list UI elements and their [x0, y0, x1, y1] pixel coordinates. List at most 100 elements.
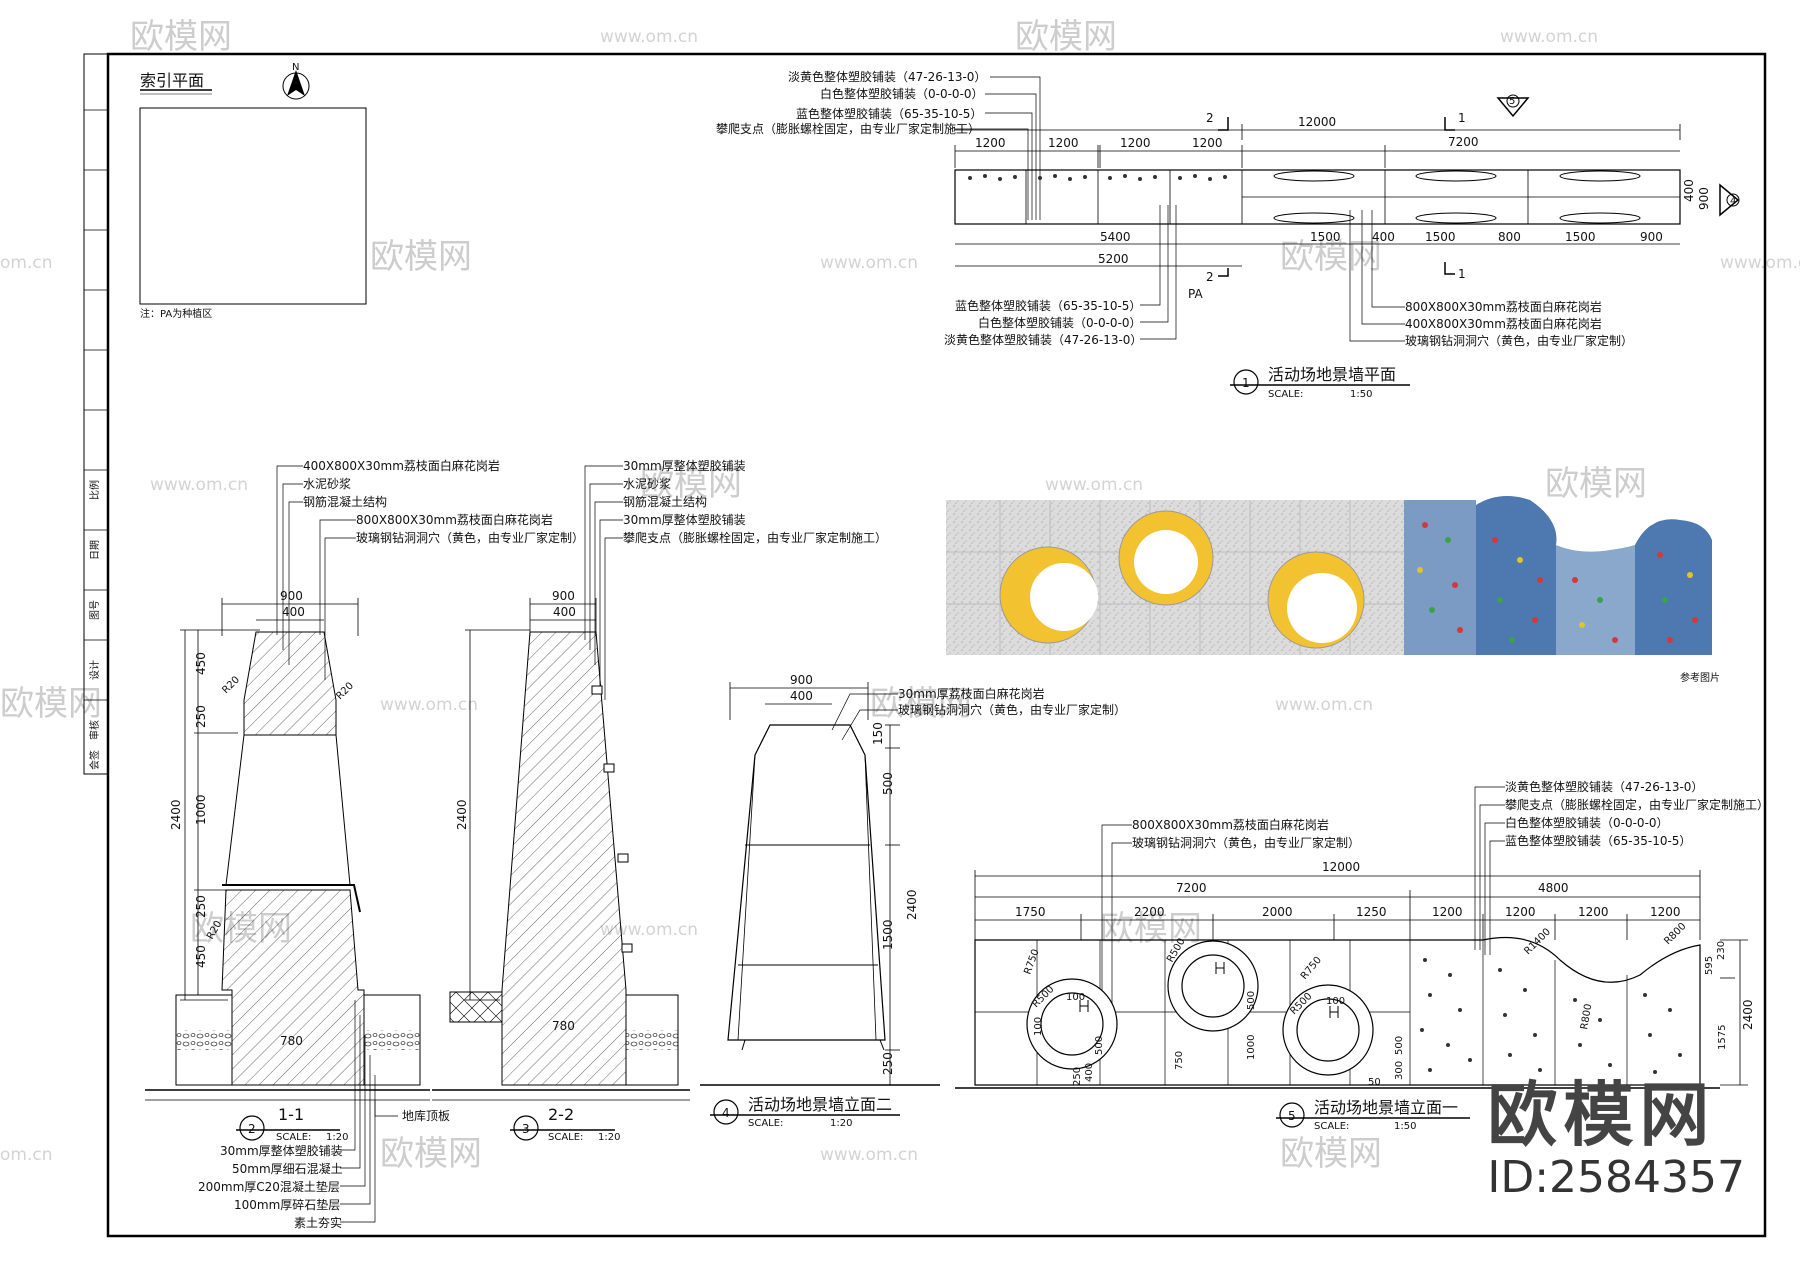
dim-text: 2400 — [455, 799, 469, 830]
watermark-url: www.om.cn — [1500, 27, 1598, 47]
elevation-2: 900 400 150 500 1500 250 2400 30mm厚荔枝面白麻… — [700, 673, 1126, 1129]
callout: 800X800X30mm荔枝面白麻花岗岩 — [356, 512, 553, 527]
drawing-number: 1 — [1242, 376, 1250, 390]
section-mark-label: 1 — [1458, 267, 1466, 281]
dim-text: 1200 — [1505, 905, 1536, 919]
dim-text: 100 — [1033, 1017, 1044, 1036]
radius-label: R750 — [1299, 955, 1324, 982]
scale-label: SCALE: — [1314, 1121, 1349, 1132]
elev1-wall-outline — [974, 936, 1701, 1086]
watermark-url: www.om.cn — [820, 1145, 918, 1165]
watermark-url: www.om.cn — [600, 27, 698, 47]
dim-text: 100 — [1326, 996, 1345, 1007]
dim-text: 900 — [280, 589, 303, 603]
tb-field: 审核 — [88, 720, 101, 740]
dim-text: 2400 — [905, 889, 919, 920]
plan1-section-marks — [1218, 117, 1455, 277]
watermark-logo: 欧模网 — [1545, 464, 1647, 504]
dim-text: 750 — [1174, 1051, 1185, 1070]
dim-text: 400 — [553, 605, 576, 619]
scale-label: SCALE: — [548, 1132, 583, 1143]
dim-text: 1250 — [1356, 905, 1387, 919]
drawing-number: 4 — [722, 1106, 730, 1120]
plan1-wall-joints — [1025, 170, 1680, 224]
callout: 钢筋混凝土结构 — [303, 494, 387, 509]
dim-text: 450 — [194, 652, 208, 675]
scale-label: SCALE: — [748, 1118, 783, 1129]
drawing-number: 5 — [1288, 1109, 1296, 1123]
callout: 800X800X30mm荔枝面白麻花岗岩 — [1132, 817, 1329, 832]
callout: 玻璃钢钻洞洞穴（黄色，由专业厂家定制） — [1132, 835, 1360, 850]
elevation-mark-side-icon: 4 — [1719, 183, 1740, 217]
callout: 50mm厚细石混凝土 — [232, 1161, 343, 1176]
brand-logo-text: 欧模网 — [1487, 1074, 1716, 1156]
dim-text: 230 — [1716, 941, 1727, 960]
callout: 白色整体塑胶铺装（0-0-0-0） — [820, 86, 984, 101]
watermark-logo: 欧模网 — [870, 684, 972, 724]
dim-text: 1200 — [1432, 905, 1463, 919]
scale-value: 1:50 — [1394, 1121, 1416, 1132]
drawing-title: 活动场地景墙平面 — [1268, 365, 1396, 384]
callout: 白色整体塑胶铺装（0-0-0-0） — [978, 315, 1142, 330]
callout: 400X800X30mm荔枝面白麻花岗岩 — [1405, 316, 1602, 331]
dim-text: 1000 — [194, 794, 208, 825]
watermark-url: www.om.cn — [820, 253, 918, 273]
tb-field: 日期 — [89, 540, 101, 560]
callout: 攀爬支点（膨胀螺栓固定，由专业厂家定制施工） — [623, 530, 887, 545]
callout: 水泥砂浆 — [623, 476, 671, 491]
radius-label: R20 — [334, 680, 356, 702]
dim-text: 1200 — [1048, 136, 1079, 150]
dim-text: 1500 — [881, 919, 895, 950]
radius-label: R1400 — [1522, 926, 1553, 957]
dim-text: 7200 — [1448, 135, 1479, 149]
callout: 蓝色整体塑胶铺装（65-35-10-5） — [955, 298, 1141, 313]
drawing-number: 3 — [522, 1122, 530, 1136]
dim-text: 1750 — [1015, 905, 1046, 919]
elev1-climbing-holds — [1420, 958, 1682, 1074]
watermark-logo: 欧模网 — [1100, 909, 1202, 949]
callout: 玻璃钢钻洞洞穴（黄色，由专业厂家定制） — [898, 702, 1126, 717]
dim-text: 400 — [1682, 179, 1696, 202]
watermark-url: www.om.cn — [1720, 253, 1800, 273]
plan-1: 淡黄色整体塑胶铺装（47-26-13-0） 白色整体塑胶铺装（0-0-0-0） … — [716, 69, 1740, 400]
dim-text: 2400 — [169, 799, 183, 830]
scale-value: 1:50 — [1350, 389, 1372, 400]
climbing-holds-color — [1417, 522, 1698, 643]
dim-text: 12000 — [1322, 860, 1360, 874]
callout: 攀爬支点（膨胀螺栓固定，由专业厂家定制施工） — [1505, 797, 1769, 812]
dim-text: 2200 — [1134, 905, 1165, 919]
dim-text: 1500 — [1310, 230, 1341, 244]
dim-text: 500 — [1394, 1036, 1405, 1055]
dim-text: 1200 — [1650, 905, 1681, 919]
drawing-number: 2 — [248, 1122, 256, 1136]
pa-label: PA — [1188, 287, 1203, 301]
dim-text: 2000 — [1262, 905, 1293, 919]
dim-text: 400 — [1084, 1063, 1095, 1082]
elev1-holes — [1026, 940, 1374, 1076]
dim-text: 50 — [1368, 1077, 1381, 1088]
dim-text: 1200 — [1578, 905, 1609, 919]
callout: 玻璃钢钻洞洞穴（黄色，由专业厂家定制） — [1405, 333, 1633, 348]
elevation-mark-top-icon: 5 — [1496, 94, 1530, 118]
north-label: N — [292, 62, 299, 73]
dim-text: 5400 — [1100, 230, 1131, 244]
dim-text: 300 — [1394, 1061, 1405, 1080]
callout: 淡黄色整体塑胶铺装（47-26-13-0） — [788, 69, 986, 84]
callout: 30mm厚整体塑胶铺装 — [220, 1143, 343, 1158]
callout: 玻璃钢钻洞洞穴（黄色，由专业厂家定制） — [356, 530, 584, 545]
yellow-ring-icon — [1118, 510, 1214, 606]
dim-text: 1200 — [1120, 136, 1151, 150]
callout: 素土夯实 — [294, 1215, 342, 1230]
dim-text: 500 — [881, 772, 895, 795]
scale-value: 1:20 — [326, 1132, 348, 1143]
dim-text: 1200 — [1192, 136, 1223, 150]
callout: 30mm厚荔枝面白麻花岗岩 — [898, 686, 1045, 701]
brand-watermark: 欧模网 ID:2584357 — [1487, 1077, 1745, 1203]
watermark-url: om.cn — [0, 253, 53, 273]
title-block-rows — [84, 109, 108, 701]
tb-field: 会签 — [88, 750, 101, 770]
reference-caption: 参考图片 — [1680, 671, 1720, 684]
watermark-url: www.om.cn — [150, 475, 248, 495]
callout: 蓝色整体塑胶铺装（65-35-10-5） — [796, 106, 982, 121]
watermark-logo: 欧模网 — [380, 1134, 482, 1174]
